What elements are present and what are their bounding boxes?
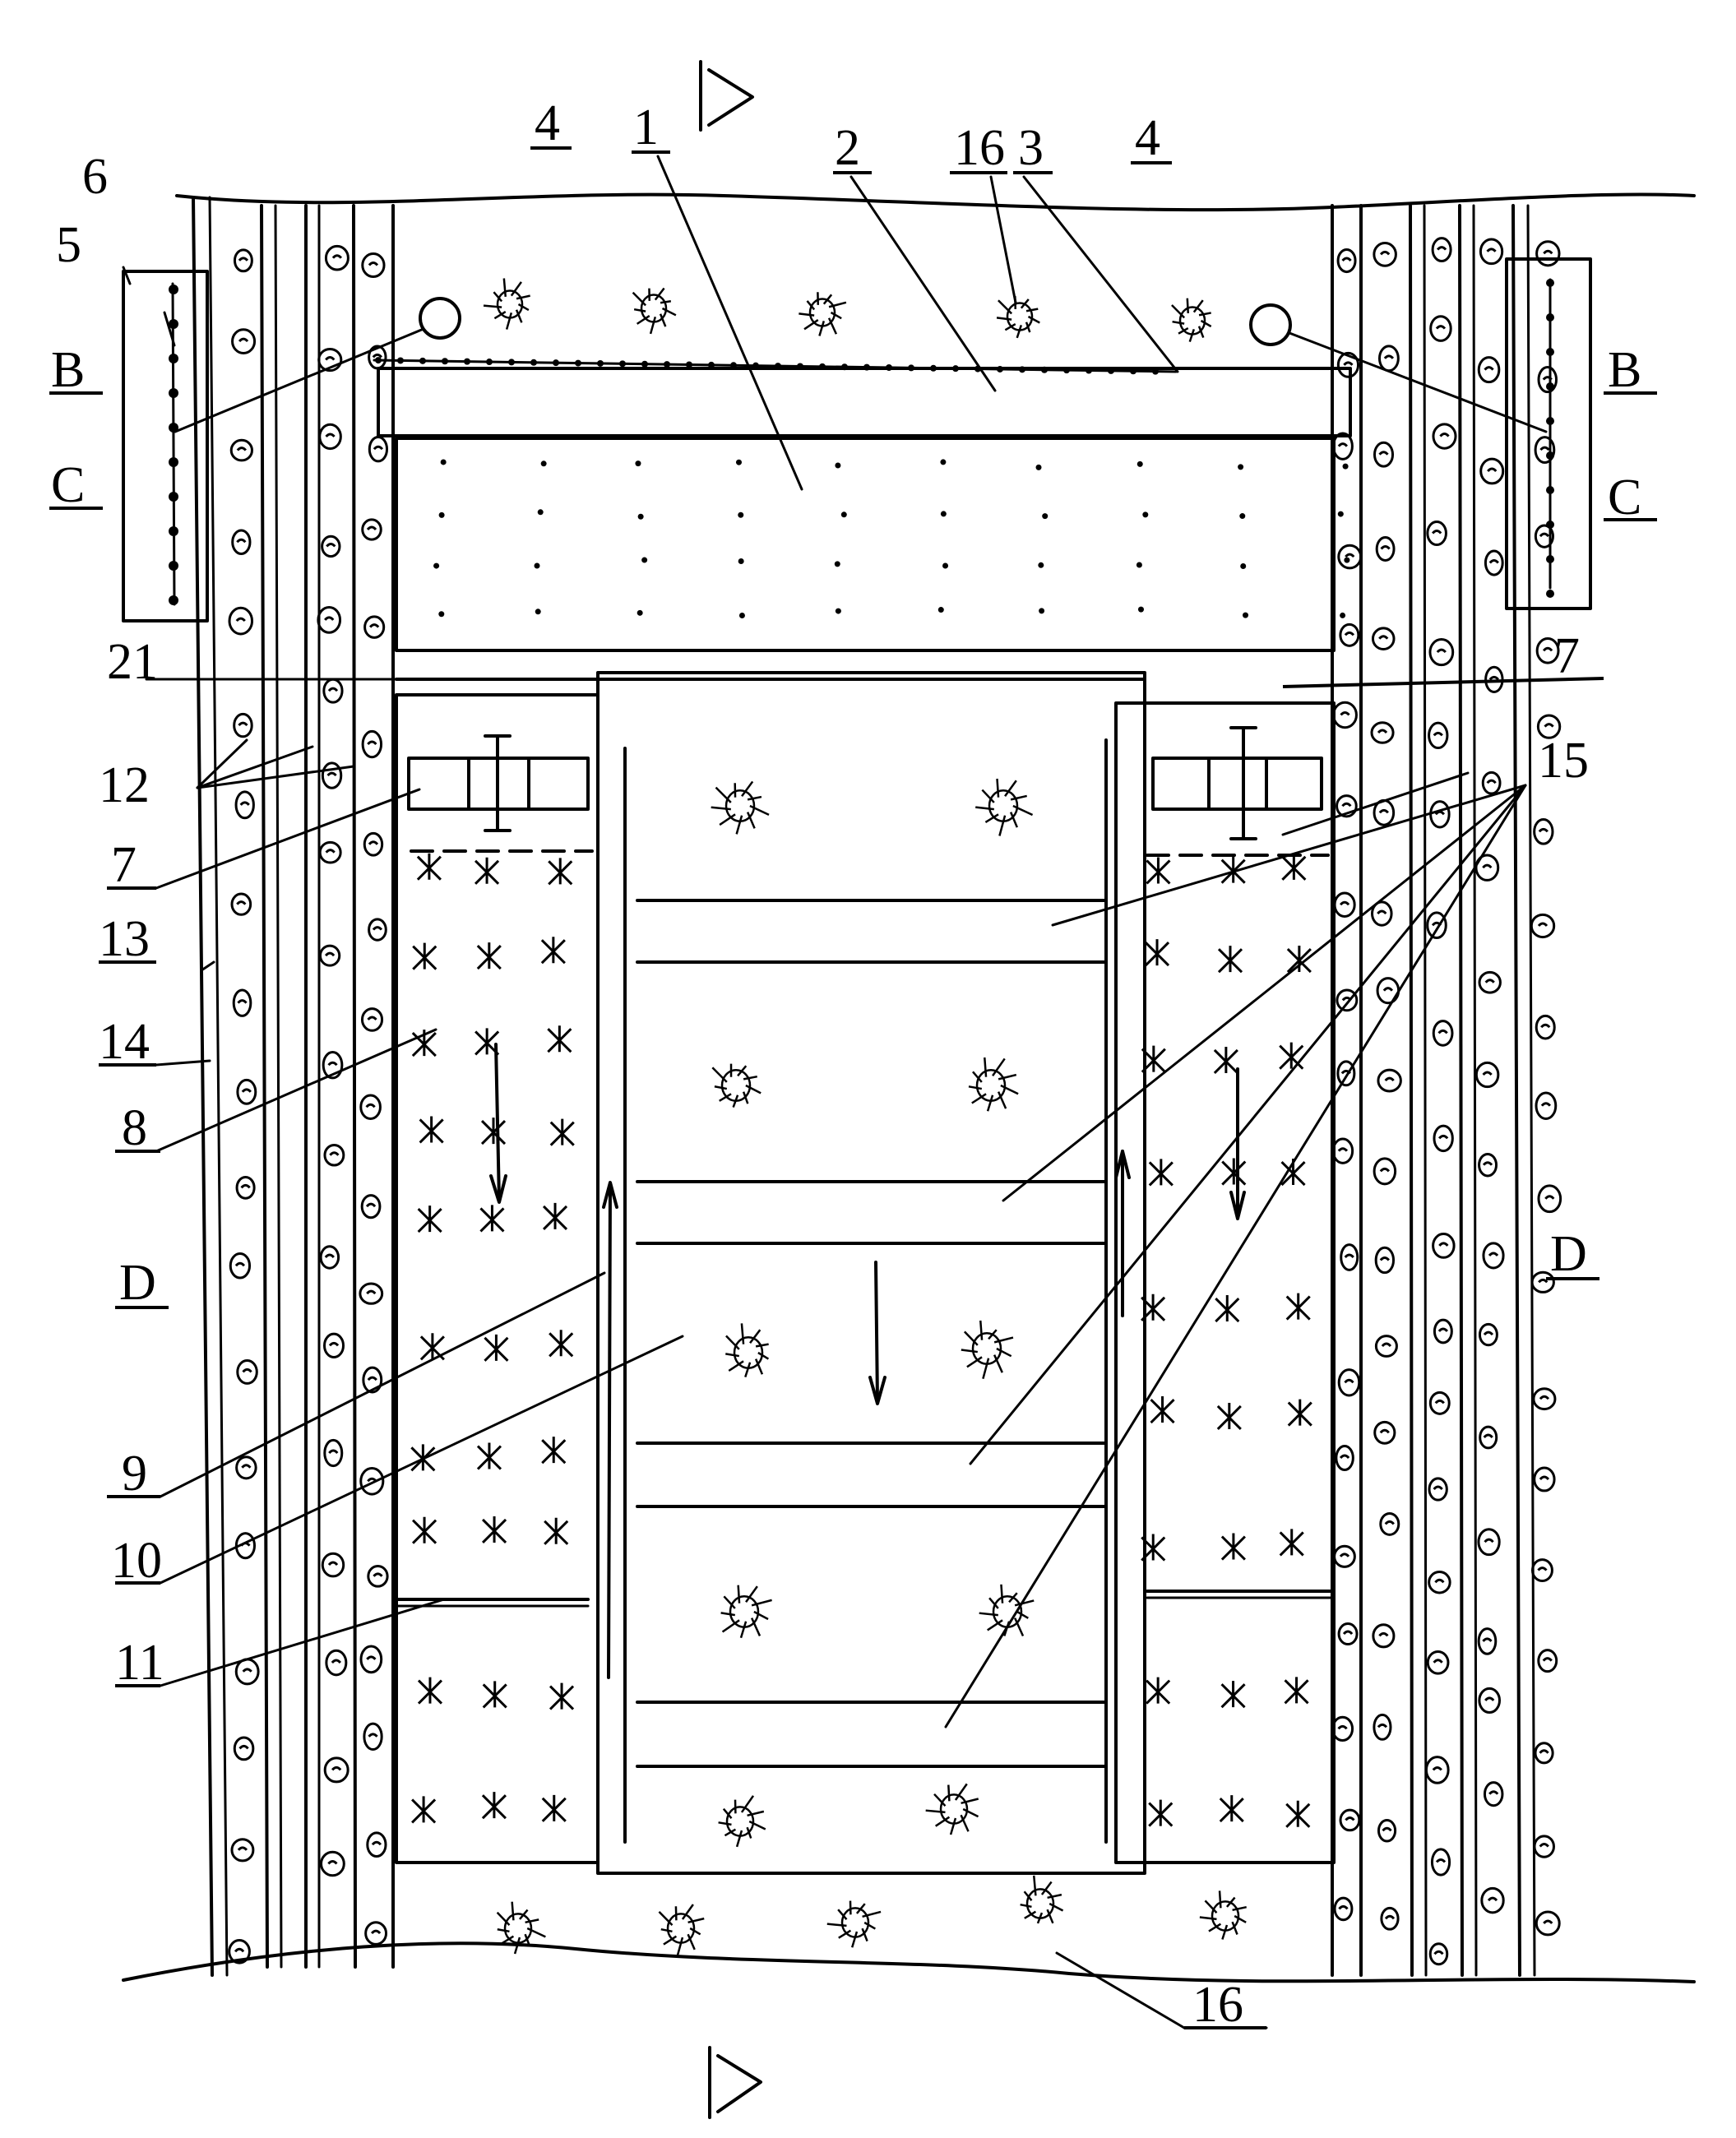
label-5: 5 [56,217,81,273]
central-conveyor [596,671,1146,1875]
label-14: 14 [99,1014,150,1070]
shrub-symbols [483,278,1247,1956]
left-circle-link [174,327,425,433]
strip-pebbles [228,237,1562,1966]
bottom-wavy-boundary [122,1941,1696,1983]
panel-dotted-lines [169,278,1554,606]
section-mark-top [699,60,754,132]
flow-arrows [489,1043,1246,1679]
top-wavy-boundary [175,192,1696,212]
label-17: 7 [1554,628,1580,684]
right-circle [1249,303,1292,346]
label-16-top: 16 [954,120,1005,176]
label-13: 13 [99,911,150,967]
label-3: 3 [1018,120,1044,176]
label-c-left: C [51,457,85,513]
label-11: 11 [115,1635,164,1691]
left-circle [419,297,461,340]
label-d-left: D [119,1255,156,1311]
central-cross-strips [636,899,1108,1768]
label-21: 21 [107,634,158,690]
label-c-right: C [1608,470,1641,525]
left-box-7 [407,734,594,853]
right-channel [1114,701,1336,1864]
section-mark-bottom [708,2046,762,2119]
label-7: 7 [111,837,137,893]
dotted-line-3 [373,357,1178,375]
right-box-7 [1146,726,1330,857]
right-side-panel [1505,257,1592,610]
label-10: 10 [111,1533,162,1589]
label-12: 12 [99,757,150,813]
top-bar [377,367,1352,437]
right-circle-link [1288,331,1548,433]
label-15: 15 [1538,733,1589,789]
label-8: 8 [122,1100,147,1156]
label-4-right: 4 [1135,110,1160,166]
label-9: 9 [122,1446,147,1502]
left-side-panel [122,270,209,622]
left-strip-lines [192,196,395,1977]
label-2: 2 [835,120,860,176]
label-6: 6 [82,149,108,205]
label-b-left: B [51,342,85,398]
dotted-area-dots [433,459,1350,619]
leader-lines [122,155,1527,2029]
label-4-left: 4 [535,95,560,151]
label-underlines [49,146,1657,2029]
dotted-area [395,437,1336,652]
label-1: 1 [633,99,659,155]
label-16-bottom: 16 [1192,1977,1243,2033]
label-b-right: B [1608,342,1641,398]
label-d-right: D [1550,1226,1587,1282]
grass-tufts [410,853,1312,1828]
